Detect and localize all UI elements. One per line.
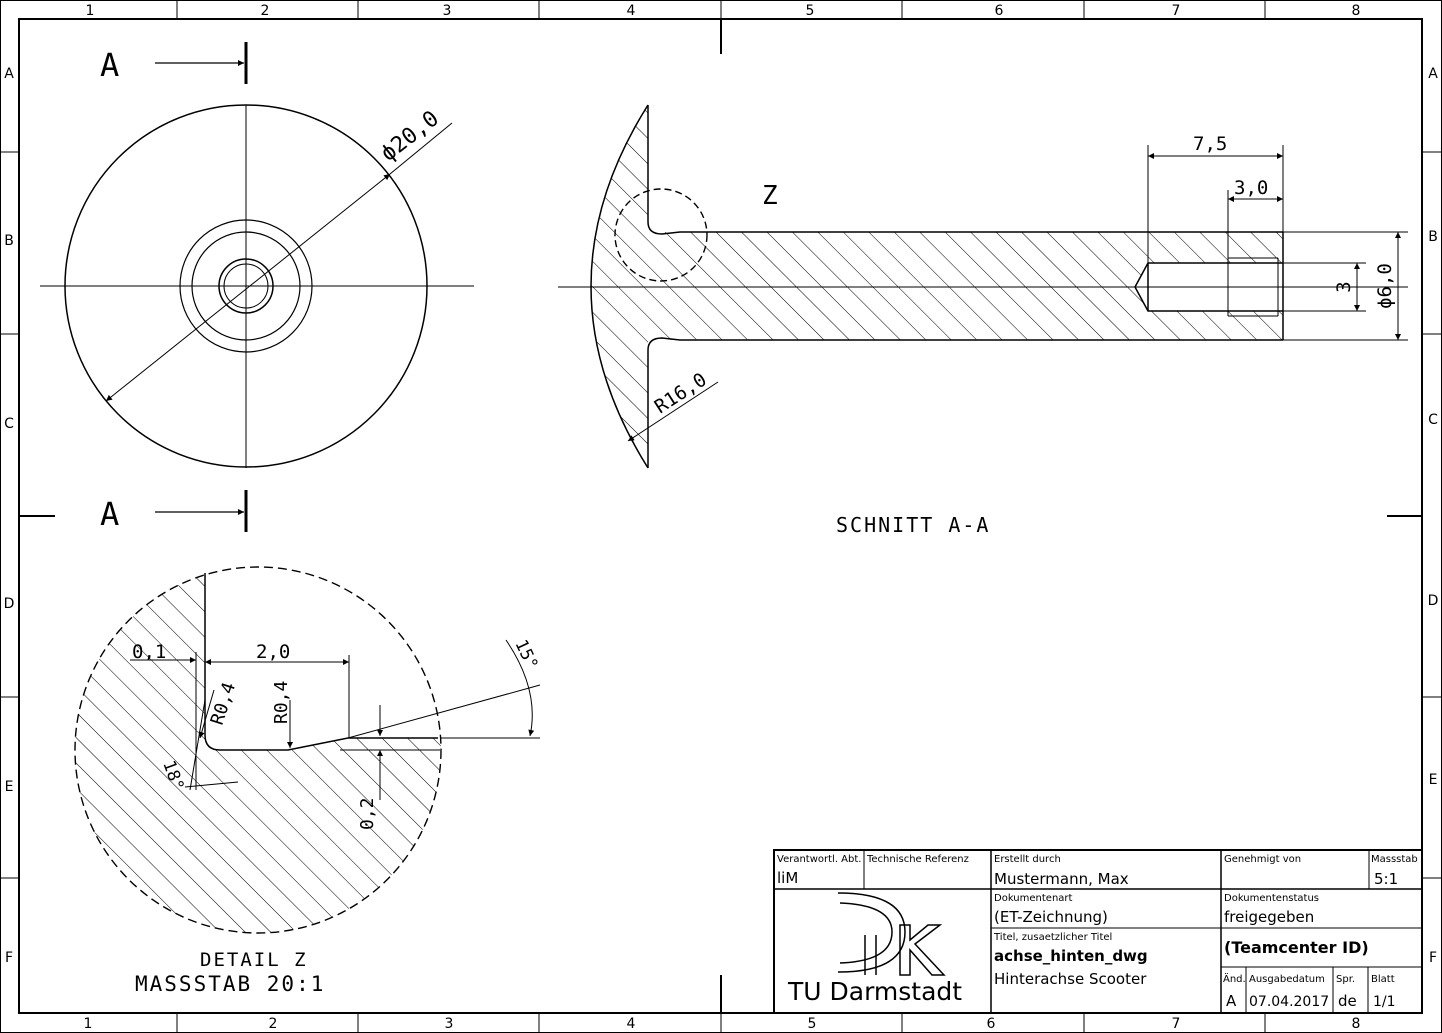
row-label-right-b: B [1428, 229, 1438, 245]
col-label-top-2: 2 [261, 3, 270, 19]
title-block [773, 849, 1423, 1014]
tb-value-blatt: 1/1 [1373, 994, 1396, 1010]
dim-0-2: 0,2 [357, 797, 378, 830]
row-label-right-d: D [1428, 593, 1439, 609]
row-label-left-b: B [4, 233, 14, 249]
row-label-left-d: D [4, 596, 15, 612]
row-label-left-a: A [4, 66, 14, 82]
col-label-top-3: 3 [443, 3, 452, 19]
dim-3: 3 [1333, 281, 1355, 292]
tb-value-verantwortl: liM [777, 869, 798, 887]
tb-value-aend: A [1226, 992, 1237, 1010]
section-caption: SCHNITT A-A [836, 513, 990, 537]
col-label-top-5: 5 [806, 3, 815, 19]
tb-header-aend: Änd. [1223, 972, 1246, 985]
dim-7-5: 7,5 [1193, 133, 1227, 155]
detail-caption-1: DETAIL Z [200, 949, 308, 971]
tb-value-dokumentenart: (ET-Zeichnung) [994, 908, 1108, 926]
col-label-top-1: 1 [86, 3, 95, 19]
col-label-bottom-7: 7 [1172, 1016, 1181, 1032]
row-label-right-f: F [1429, 950, 1437, 966]
col-label-bottom-5: 5 [808, 1016, 817, 1032]
section-marker-bottom: A [100, 495, 119, 533]
col-label-bottom-2: 2 [269, 1016, 278, 1032]
section-view [558, 104, 1408, 469]
col-label-bottom-1: 1 [84, 1016, 93, 1032]
tb-value-status: freigegeben [1224, 908, 1314, 926]
row-label-left-f: F [5, 950, 13, 966]
col-label-top-8: 8 [1352, 3, 1361, 19]
diameter-dimension-line [105, 173, 391, 402]
tb-header-erstellt: Erstellt durch [994, 854, 1061, 865]
col-label-bottom-3: 3 [445, 1016, 454, 1032]
radius-label: R16,0 [651, 369, 711, 419]
col-label-bottom-8: 8 [1352, 1016, 1361, 1032]
detail-view [74, 566, 541, 934]
tb-header-spr: Spr. [1336, 974, 1355, 985]
col-label-top-4: 4 [627, 3, 636, 19]
detail-boundary [74, 566, 442, 934]
tb-header-massstab: Massstab [1371, 854, 1418, 865]
detail-z-circle [614, 188, 708, 282]
tb-header-titel: Titel, zusaetzlicher Titel [993, 932, 1112, 943]
row-label-left-e: E [5, 779, 14, 795]
dim-2-0: 2,0 [256, 641, 290, 663]
tb-value-ausgabe: 07.04.2017 [1249, 994, 1329, 1010]
tu-darmstadt-logo [837, 892, 946, 976]
row-label-right-e: E [1429, 772, 1438, 788]
dim-3-0: 3,0 [1234, 177, 1268, 199]
row-label-left-c: C [4, 416, 14, 432]
row-label-right-c: C [1428, 412, 1438, 428]
logo-text: TU Darmstadt [787, 977, 962, 1006]
angle-15: 15° [510, 637, 541, 673]
tb-header-dokumentenart: Dokumentenart [994, 893, 1073, 904]
tb-value-titel: achse_hinten_dwg [994, 947, 1148, 965]
detail-marker-z: Z [762, 181, 778, 211]
tb-value-teamcenter: (Teamcenter ID) [1224, 938, 1369, 957]
row-label-right-a: A [1428, 66, 1438, 82]
tb-header-status: Dokumentenstatus [1224, 893, 1319, 904]
tb-header-genehmigt: Genehmigt von [1224, 854, 1301, 865]
col-label-bottom-6: 6 [987, 1016, 996, 1032]
tb-value-spr: de [1338, 992, 1357, 1010]
tb-header-blatt: Blatt [1371, 974, 1395, 985]
radius-a: R0,4 [207, 680, 240, 728]
tb-value-erstellt: Mustermann, Max [994, 870, 1129, 888]
detail-caption-2: MASSSTAB 20:1 [135, 972, 325, 996]
tb-value-massstab: 5:1 [1374, 870, 1398, 888]
head-arc [590, 104, 649, 469]
tb-header-tech-ref: Technische Referenz [866, 854, 969, 865]
col-label-bottom-4: 4 [627, 1016, 636, 1032]
frame-labels: 1 2 3 4 5 6 7 8 1 2 3 4 5 6 7 8 A B C D … [4, 3, 1439, 1032]
tb-value-titel2: Hinterachse Scooter [994, 970, 1147, 988]
dim-diameter-6: ϕ6,0 [1374, 263, 1396, 309]
col-label-top-6: 6 [995, 3, 1004, 19]
radius-b: R0,4 [271, 681, 292, 724]
dim-0-1: 0,1 [132, 641, 166, 663]
tb-header-verantwortl: Verantwortl. Abt. [777, 854, 861, 865]
col-label-top-7: 7 [1172, 3, 1181, 19]
front-view [40, 42, 474, 532]
tb-header-ausgabe: Ausgabedatum [1249, 974, 1325, 985]
section-marker-top: A [100, 46, 119, 84]
